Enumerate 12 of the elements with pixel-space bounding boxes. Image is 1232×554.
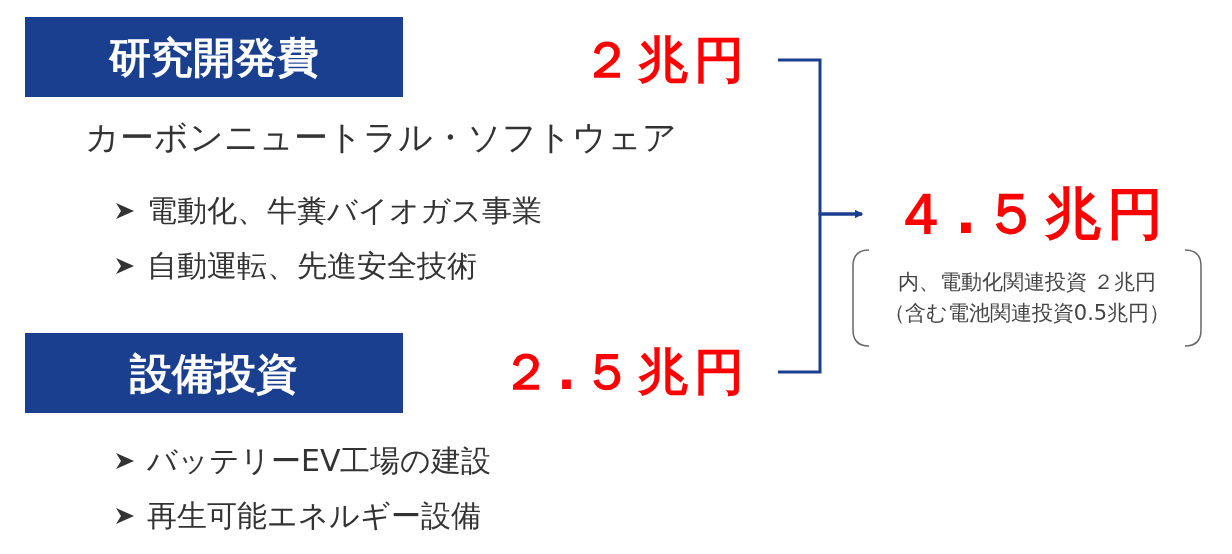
subheading-text: カーボンニュートラル・ソフトウェア [85,116,677,159]
amount-text: ２兆円 [520,28,778,92]
bullet-text: 自動運転、先進安全技術 [147,247,477,285]
amount-text: ２.５兆円 [480,340,778,404]
bracket-note: 内、電動化関連投資 ２兆円 （含む電池関連投資0.5兆円） [853,250,1201,346]
heading-banner: 研究開発費 [25,17,403,97]
total-amount: ４.５兆円 [862,182,1200,246]
bullet-text: バッテリーEV工場の建設 [147,442,492,480]
bracket-arrow [778,210,863,374]
bullet-text: 再生可能エネルギー設備 [147,497,481,535]
bullet-text: 電動化、牛糞バイオガス事業 [147,192,542,230]
heading-banner: 設備投資 [25,333,403,413]
